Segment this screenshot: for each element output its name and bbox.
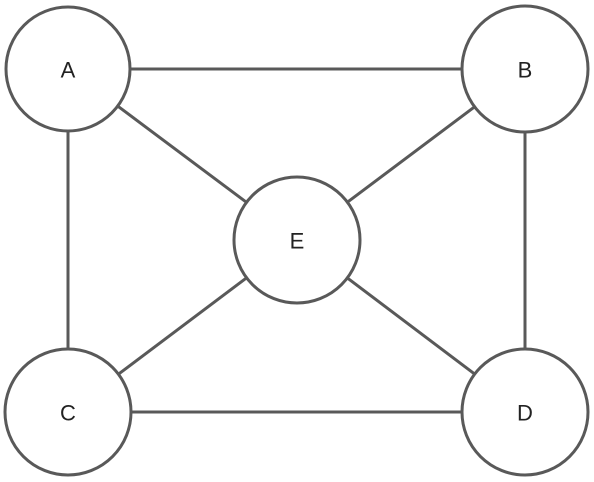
edge-e-d <box>346 276 476 376</box>
node-a-label: A <box>61 58 76 83</box>
node-c-label: C <box>60 401 76 426</box>
node-d-circle <box>460 347 590 477</box>
edges-layer <box>66 67 527 414</box>
node-c-circle <box>3 347 133 477</box>
edge-b-e <box>346 105 476 204</box>
edge-c-e <box>117 276 248 376</box>
node-e-label: E <box>290 229 305 254</box>
node-d: D <box>460 347 590 477</box>
node-b-label: B <box>518 58 533 83</box>
node-d-label: D <box>517 401 533 426</box>
node-b-circle <box>460 4 590 134</box>
node-e: E <box>232 175 362 305</box>
node-b: B <box>460 4 590 134</box>
edge-a-e <box>116 104 248 204</box>
node-c: C <box>3 347 133 477</box>
node-a: A <box>4 5 132 133</box>
node-a-circle <box>4 5 132 133</box>
node-e-circle <box>232 175 362 305</box>
